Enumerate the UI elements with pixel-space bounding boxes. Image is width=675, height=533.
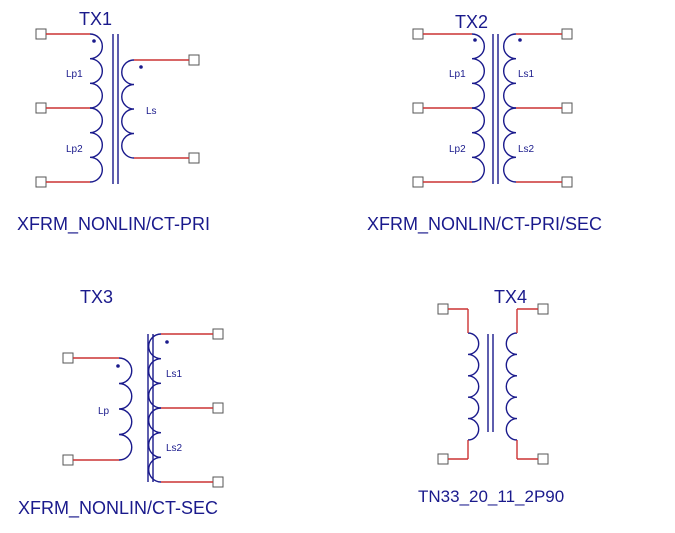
tx1-pin-p1 [35,28,47,40]
tx2-caption: XFRM_NONLIN/CT-PRI/SEC [367,214,602,235]
tx3-coil-ls2 [147,407,162,483]
tx1-pin-s1 [188,54,200,66]
tx3-label-ls1: Ls1 [166,369,183,380]
tx3-pin-p1 [62,352,74,364]
tx3-pin-s2 [212,476,224,488]
tx1-label-ls: Ls [146,106,157,117]
tx1-coil-lp2 [89,107,104,183]
tx3-title[interactable]: TX3 [80,287,113,307]
tx1-pin-s2 [188,152,200,164]
tx1-pin-p2 [35,176,47,188]
tx2-pin-pct [412,102,424,114]
tx3-dot-s [165,340,169,344]
tx2-label-lp1: Lp1 [449,69,466,80]
tx2-coil-lp2 [471,107,486,183]
tx2-coil-ls1 [502,33,517,109]
tx2-pin-sct [561,102,573,114]
tx3-coil-lp [118,357,133,461]
tx2-coil-ls2 [502,107,517,183]
tx3-caption: XFRM_NONLIN/CT-SEC [18,498,218,519]
tx4-coil-s [505,332,518,441]
tx1-title[interactable]: TX1 [79,9,112,29]
tx3-pin-p2 [62,454,74,466]
tx2-dot-p [473,38,477,42]
tx1-coil-lp1 [89,33,104,109]
tx3-pin-s1 [212,328,224,340]
tx3-label-ls2: Ls2 [166,443,183,454]
tx4-title[interactable]: TX4 [494,287,527,307]
tx1-coil-ls [121,59,135,159]
tx1-dot-p [92,39,96,43]
tx2-pin-p1 [412,28,424,40]
tx2-pin-s2 [561,176,573,188]
tx4-caption: TN33_20_11_2P90 [418,487,564,506]
tx3-label-lp: Lp [98,406,110,417]
tx1-dot-s [139,65,143,69]
tx2-label-ls2: Ls2 [518,144,535,155]
tx4-pin-s2 [537,453,549,465]
tx4-coil-p [467,332,480,441]
tx3-pin-sct [212,402,224,414]
tx3-dot-p [116,364,120,368]
tx2-dot-s [518,38,522,42]
tx2-coil-lp1 [471,33,486,109]
tx1-caption: XFRM_NONLIN/CT-PRI [17,214,210,235]
tx2-pin-p2 [412,176,424,188]
tx1-label-lp1: Lp1 [66,69,83,80]
draw-layer [35,28,573,488]
tx3-coil-ls1 [147,333,162,409]
tx1-pin-pct [35,102,47,114]
tx2-label-lp2: Lp2 [449,144,466,155]
tx1-label-lp2: Lp2 [66,144,83,155]
tx4-pin-p1 [437,303,449,315]
tx4-pin-s1 [537,303,549,315]
tx2-title[interactable]: TX2 [455,12,488,32]
tx4-pin-p2 [437,453,449,465]
tx2-pin-s1 [561,28,573,40]
tx2-label-ls1: Ls1 [518,69,535,80]
